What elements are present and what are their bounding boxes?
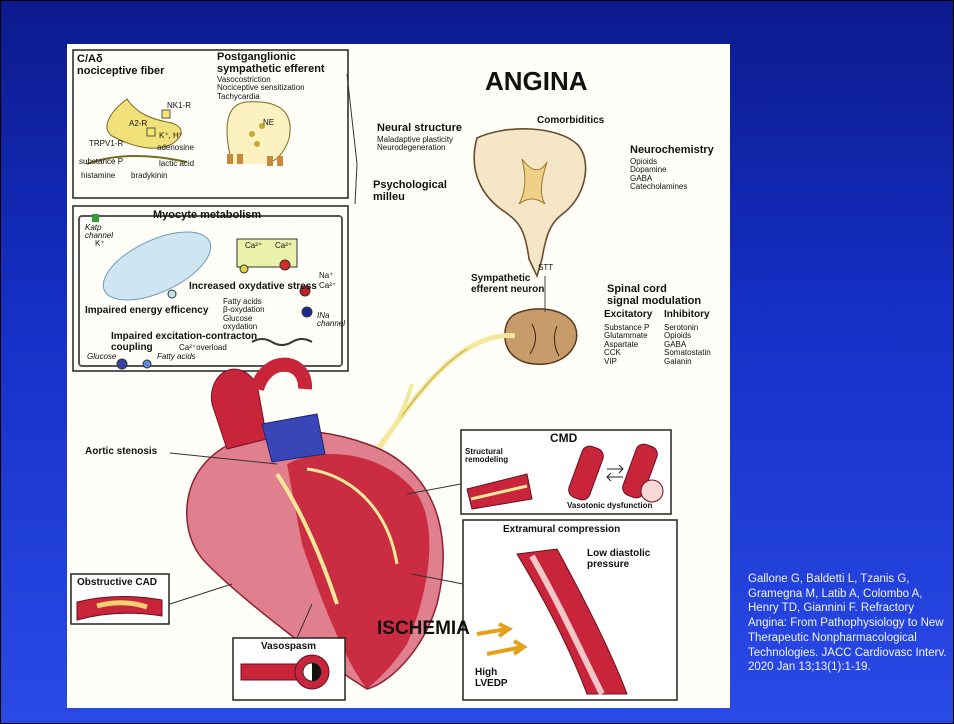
a2-receptor-label: A2-R [129, 120, 147, 128]
sarcomere-icon [252, 339, 312, 345]
channel-icon [240, 265, 248, 273]
channel-icon [302, 307, 312, 317]
aortic-arch [257, 365, 305, 389]
channel-icon [280, 260, 290, 270]
spinal-cord-section [474, 129, 585, 276]
vasotonic-dysfunction-label: Vasotonic dysfunction [567, 502, 652, 510]
glucose-label: Glucose [87, 353, 116, 361]
ca-label-1: Ca²⁺ [245, 242, 262, 250]
receptor-icon [237, 154, 243, 164]
vesicle [249, 131, 255, 137]
neural-structure-items: Maladaptive plasticity Neurodegeneration [377, 136, 453, 153]
substance-p-label: substance P [79, 158, 123, 166]
lactic-acid-label: lactic acid [159, 160, 194, 168]
aortic-stenosis-label: Aortic stenosis [85, 447, 157, 458]
ischemia-label: ISCHEMIA [377, 619, 470, 639]
comorbidities-label: Comorbiditics [537, 116, 604, 127]
citation-text: Gallone G, Baldetti L, Tzanis G, Gramegn… [748, 572, 954, 675]
ina-label: INa channel [317, 312, 345, 329]
nk1-receptor-label: NK1-R [167, 102, 191, 110]
neurochemistry-label: Neurochemistry [630, 145, 714, 157]
katp-channel-icon [92, 214, 99, 222]
receptor-icon [277, 156, 283, 166]
pulmonary-artery [262, 414, 325, 462]
lower-spinal-section [505, 309, 577, 364]
low-diastolic-label: Low diastolic pressure [587, 549, 650, 570]
adenosine-label: adenosine [157, 144, 194, 152]
cmd-title: CMD [550, 432, 577, 445]
nociceptive-title: C/Aδ nociceptive fiber [77, 54, 164, 77]
k-label: K⁺ [95, 240, 105, 248]
neural-structure-label: Neural structure [377, 123, 462, 135]
neurochemistry-items: Opioids Dopamine GABA Catecholamines [630, 158, 687, 192]
obstructive-cad-label: Obstructive CAD [77, 578, 157, 589]
channel-icon [143, 360, 151, 368]
bradykinin-label: bradykinin [131, 172, 167, 180]
vesicle [254, 141, 260, 147]
high-lvedp-label: High LVEDP [475, 668, 508, 689]
channel-icon [168, 290, 176, 298]
histamine-label: histamine [81, 172, 115, 180]
receptor-icon [227, 154, 233, 164]
ne-label: NE [263, 119, 274, 127]
myocyte-title: Myocyte metabolism [153, 210, 261, 222]
vessel-lumen [641, 480, 663, 502]
inhibitory-label: Inhibitory [664, 310, 710, 321]
trpv1-receptor-label: TRPV1-R [89, 140, 123, 148]
structural-remodeling-label: Structural remodeling [465, 448, 508, 465]
psychological-label: Psychological milleu [373, 180, 447, 203]
extramural-title: Extramural compression [503, 525, 620, 536]
energy-efficiency-label: Impaired energy efficency [85, 306, 208, 317]
receptor-icon [162, 110, 170, 118]
sympathetic-neuron-label: Sympathetic efferent neuron [471, 274, 544, 295]
metabolism-label: Fatty acids β-oxydation Glucose oxydatio… [223, 298, 265, 332]
na-label: Na⁺ [319, 272, 333, 280]
ca-label-2: Ca²⁺ [275, 242, 292, 250]
stt-label: STT [538, 264, 553, 272]
excitatory-items: Substance P Glutammate Aspartate CCK VIP [604, 324, 649, 366]
sympathetic-terminal [227, 102, 290, 164]
excitatory-label: Excitatory [604, 310, 652, 321]
postganglionic-effects: Vasocostriction Nociceptive sensitizatio… [217, 76, 305, 101]
inhibitory-items: Serotonin Opioids GABA Somatostatin Gala… [664, 324, 711, 366]
signal-modulation-title: Spinal cord signal modulation [607, 284, 701, 307]
pointer-line [170, 584, 232, 604]
oxidative-stress-label: Increased oxydative stress [189, 282, 317, 293]
ca-label-3: Ca²⁺ [319, 282, 336, 290]
figure-title: ANGINA [485, 68, 588, 95]
vessel-icon [241, 664, 303, 680]
fatty-acids-label: Fatty acids [157, 353, 196, 361]
vasospasm-label: Vasospasm [261, 642, 316, 653]
channel-icon [117, 359, 127, 369]
receptor-icon [147, 128, 155, 136]
ions-label: K⁺, H⁺ [159, 132, 183, 140]
receptor-icon [267, 156, 273, 166]
angina-pathophysiology-figure: ANGINA ISCHEMIA C/Aδ nociceptive fiber P… [67, 44, 730, 708]
postganglionic-title: Postganglionic sympathetic efferent [217, 52, 325, 75]
